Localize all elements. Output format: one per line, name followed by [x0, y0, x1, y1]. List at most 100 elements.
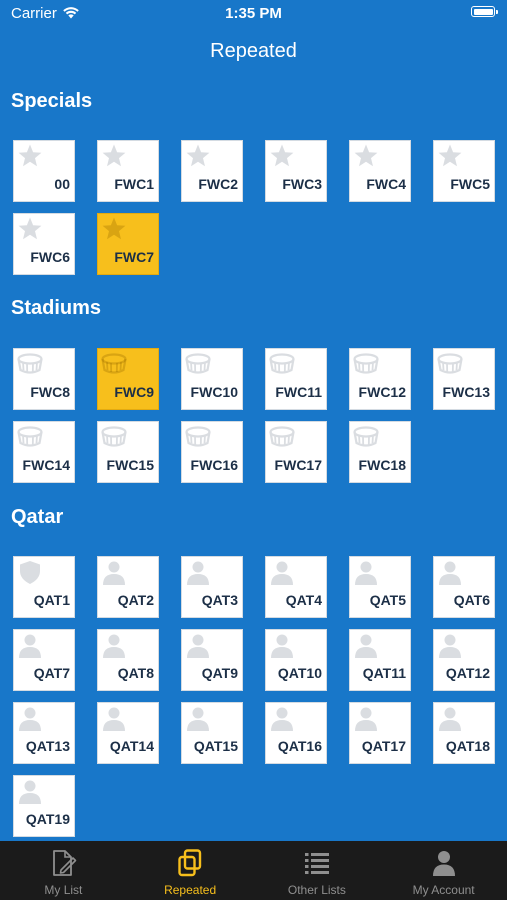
sticker-label: QAT13: [25, 738, 70, 754]
sticker-fwc2[interactable]: FWC2: [181, 140, 243, 202]
tab-bar: My List Repeated Other Lists My Account: [0, 841, 507, 900]
person-icon: [185, 559, 211, 585]
tab-repeated[interactable]: Repeated: [127, 841, 254, 900]
sticker-qat9[interactable]: QAT9: [181, 629, 243, 691]
sticker-qat11[interactable]: QAT11: [349, 629, 411, 691]
sticker-label: FWC10: [190, 384, 238, 400]
sticker-qat6[interactable]: QAT6: [433, 556, 495, 618]
list-icon: [302, 848, 332, 878]
person-icon: [353, 559, 379, 585]
stadium-icon: [269, 351, 295, 377]
sticker-label: FWC9: [114, 384, 154, 400]
sticker-fwc3[interactable]: FWC3: [265, 140, 327, 202]
stadium-icon: [185, 424, 211, 450]
person-icon: [101, 559, 127, 585]
sticker-label: FWC4: [366, 176, 406, 192]
tab-label: My List: [44, 883, 83, 897]
sticker-fwc6[interactable]: FWC6: [13, 213, 75, 275]
wifi-icon: [63, 7, 79, 19]
sticker-label: FWC11: [275, 384, 322, 400]
sticker-qat14[interactable]: QAT14: [97, 702, 159, 764]
tab-label: My Account: [412, 883, 475, 897]
stadium-icon: [353, 351, 379, 377]
page-title: Repeated: [210, 40, 297, 62]
copy-icon: [175, 848, 205, 878]
sticker-label: FWC2: [198, 176, 238, 192]
stadium-icon: [17, 351, 43, 377]
sticker-fwc17[interactable]: FWC17: [265, 421, 327, 483]
stadium-icon: [437, 351, 463, 377]
sticker-qat15[interactable]: QAT15: [181, 702, 243, 764]
sticker-label: FWC8: [30, 384, 70, 400]
sticker-qat8[interactable]: QAT8: [97, 629, 159, 691]
sticker-label: QAT10: [277, 665, 322, 681]
star-icon: [17, 216, 43, 242]
tab-label: Repeated: [164, 883, 217, 897]
sticker-fwc5[interactable]: FWC5: [433, 140, 495, 202]
sticker-fwc7[interactable]: FWC7: [97, 213, 159, 275]
sticker-qat3[interactable]: QAT3: [181, 556, 243, 618]
sticker-fwc15[interactable]: FWC15: [97, 421, 159, 483]
sticker-label: QAT12: [445, 665, 490, 681]
sticker-label: QAT4: [285, 592, 322, 608]
sticker-label: QAT3: [201, 592, 238, 608]
section-title-qatar: Qatar: [11, 506, 64, 528]
stadium-icon: [17, 424, 43, 450]
sticker-fwc13[interactable]: FWC13: [433, 348, 495, 410]
sticker-label: FWC5: [450, 176, 490, 192]
tab-other-lists[interactable]: Other Lists: [254, 841, 381, 900]
sticker-fwc14[interactable]: FWC14: [13, 421, 75, 483]
star-icon: [437, 143, 463, 169]
sticker-label: QAT9: [201, 665, 238, 681]
sticker-label: QAT17: [361, 738, 406, 754]
person-icon: [353, 705, 379, 731]
star-icon: [353, 143, 379, 169]
stadium-icon: [101, 351, 127, 377]
person-icon: [437, 632, 463, 658]
person-icon: [17, 705, 43, 731]
sticker-fwc18[interactable]: FWC18: [349, 421, 411, 483]
person-icon: [101, 632, 127, 658]
sticker-qat1[interactable]: QAT1: [13, 556, 75, 618]
sticker-fwc10[interactable]: FWC10: [181, 348, 243, 410]
sticker-00[interactable]: 00: [13, 140, 75, 202]
status-bar: Carrier 1:35 PM: [0, 0, 507, 30]
sticker-qat2[interactable]: QAT2: [97, 556, 159, 618]
sticker-qat7[interactable]: QAT7: [13, 629, 75, 691]
sticker-qat19[interactable]: QAT19: [13, 775, 75, 837]
sticker-qat16[interactable]: QAT16: [265, 702, 327, 764]
sticker-label: QAT19: [25, 811, 70, 827]
shield-icon: [17, 559, 43, 585]
sticker-label: QAT14: [109, 738, 154, 754]
sticker-label: FWC18: [358, 457, 406, 473]
sticker-qat17[interactable]: QAT17: [349, 702, 411, 764]
sticker-label: FWC3: [282, 176, 322, 192]
sticker-label: QAT11: [362, 665, 406, 681]
sticker-fwc8[interactable]: FWC8: [13, 348, 75, 410]
sticker-qat5[interactable]: QAT5: [349, 556, 411, 618]
sticker-label: FWC13: [442, 384, 490, 400]
sticker-label: FWC7: [114, 249, 154, 265]
sticker-qat18[interactable]: QAT18: [433, 702, 495, 764]
sticker-qat10[interactable]: QAT10: [265, 629, 327, 691]
sticker-fwc1[interactable]: FWC1: [97, 140, 159, 202]
section-title-specials: Specials: [11, 90, 93, 112]
star-icon: [17, 143, 43, 169]
person-icon: [269, 559, 295, 585]
sticker-qat13[interactable]: QAT13: [13, 702, 75, 764]
sticker-fwc9[interactable]: FWC9: [97, 348, 159, 410]
person-icon: [353, 632, 379, 658]
person-icon: [101, 705, 127, 731]
tab-my-list[interactable]: My List: [0, 841, 127, 900]
sticker-fwc11[interactable]: FWC11: [265, 348, 327, 410]
sticker-label: FWC6: [30, 249, 70, 265]
sticker-fwc16[interactable]: FWC16: [181, 421, 243, 483]
person-icon: [17, 632, 43, 658]
sticker-qat12[interactable]: QAT12: [433, 629, 495, 691]
sticker-fwc12[interactable]: FWC12: [349, 348, 411, 410]
sticker-fwc4[interactable]: FWC4: [349, 140, 411, 202]
tab-my-account[interactable]: My Account: [380, 841, 507, 900]
sticker-label: QAT1: [33, 592, 70, 608]
sticker-qat4[interactable]: QAT4: [265, 556, 327, 618]
